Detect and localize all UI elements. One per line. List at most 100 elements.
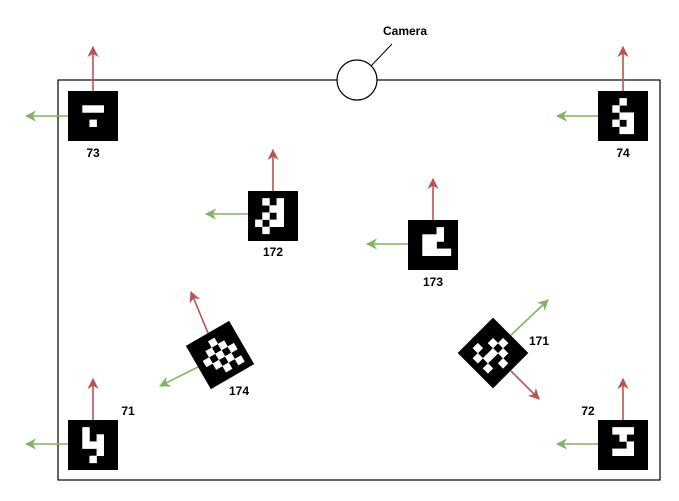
tag-cell <box>234 355 245 366</box>
marker-171: 171 <box>457 299 549 400</box>
aruco-tag <box>598 91 648 141</box>
tag-cell <box>269 219 277 228</box>
tag-cell <box>472 342 484 354</box>
tag-cell <box>262 212 270 220</box>
marker-73: 73 <box>24 45 118 160</box>
tag-cell <box>96 448 105 457</box>
tag-cell <box>255 219 263 228</box>
aruco-tag <box>68 420 118 470</box>
tag-cell <box>619 126 627 135</box>
tag-cell <box>626 448 635 457</box>
tag-cell <box>227 342 238 353</box>
tag-cell <box>212 359 223 370</box>
tag-cell <box>487 337 499 349</box>
marker-173: 173 <box>365 177 458 289</box>
tag-border <box>248 191 298 241</box>
tag-cell <box>619 434 627 442</box>
marker-74: 74 <box>555 45 648 160</box>
camera-leader-line <box>370 43 393 67</box>
tag-cell <box>619 98 627 106</box>
camera-icon <box>336 59 378 101</box>
tag-cell <box>82 441 90 449</box>
tag-cell <box>82 105 90 113</box>
tag-cell <box>612 105 620 113</box>
tag-cell <box>626 441 635 449</box>
aruco-tag <box>457 317 529 389</box>
tag-cell <box>422 234 430 242</box>
tag-cell <box>222 362 233 373</box>
tag-cell <box>89 441 97 449</box>
tag-cell <box>262 226 270 235</box>
tag-cell <box>626 427 635 435</box>
tag-cell <box>626 112 635 120</box>
tag-cell <box>202 357 213 368</box>
marker-label: 71 <box>121 404 135 418</box>
aruco-tag <box>248 191 298 241</box>
y-axis-arrow <box>158 366 199 387</box>
tag-cell <box>82 427 90 435</box>
x-axis-arrow <box>510 370 540 400</box>
tag-cell <box>612 427 620 435</box>
tag-cell <box>472 353 484 364</box>
tag-cell <box>89 105 97 113</box>
tag-cell <box>262 198 270 206</box>
tag-cell <box>276 205 285 213</box>
tag-cell <box>436 227 445 235</box>
aruco-tag <box>598 420 648 470</box>
tag-cell <box>276 219 285 228</box>
tag-cell <box>619 427 627 435</box>
camera-label: Camera <box>383 24 427 38</box>
tag-cell <box>619 448 627 457</box>
marker-label: 174 <box>229 384 249 398</box>
tag-cell <box>422 241 430 249</box>
tag-cell <box>89 119 97 128</box>
tag-cell <box>436 248 445 257</box>
tag-cell <box>96 441 105 449</box>
tag-cell <box>276 198 285 206</box>
tag-cell <box>276 212 285 220</box>
x-axis-arrow <box>189 290 209 334</box>
tag-cell <box>497 337 509 349</box>
tag-cell <box>619 112 627 120</box>
tag-cell <box>82 434 90 442</box>
tag-cell <box>497 358 509 369</box>
tag-cell <box>205 347 216 358</box>
tag-cell <box>626 119 635 128</box>
tag-border <box>68 91 118 141</box>
marker-label: 72 <box>581 404 595 418</box>
marker-71: 71 <box>24 377 135 470</box>
tag-cell <box>612 448 620 457</box>
tag-cell <box>207 337 219 348</box>
marker-label: 74 <box>616 146 630 160</box>
tag-cell <box>96 434 105 442</box>
tag-cell <box>224 352 236 363</box>
tag-cell <box>429 234 437 242</box>
field-boundary <box>57 79 661 481</box>
aruco-tag <box>408 220 458 270</box>
tag-cell <box>612 119 620 128</box>
tag-cell <box>422 248 430 257</box>
tag-cell <box>96 105 105 113</box>
tag-cell <box>626 126 635 135</box>
tag-cell <box>436 234 445 242</box>
camera: Camera <box>336 24 427 101</box>
y-axis-arrow <box>510 299 549 336</box>
tag-cell <box>269 205 277 213</box>
tag-cell <box>217 340 228 351</box>
marker-174: 174 <box>158 290 255 398</box>
aruco-tag <box>185 320 255 390</box>
tag-cell <box>215 349 226 361</box>
marker-label: 173 <box>423 275 443 289</box>
marker-label: 172 <box>263 245 283 259</box>
marker-label: 73 <box>86 146 100 160</box>
tag-cell <box>429 241 437 249</box>
marker-72: 72 <box>555 377 648 470</box>
tag-cell <box>482 363 494 374</box>
tag-cell <box>443 248 452 257</box>
tag-cell <box>429 248 437 257</box>
tag-cell <box>89 455 97 464</box>
aruco-tag <box>68 91 118 141</box>
marker-172: 172 <box>204 148 298 259</box>
marker-label: 171 <box>529 334 549 348</box>
